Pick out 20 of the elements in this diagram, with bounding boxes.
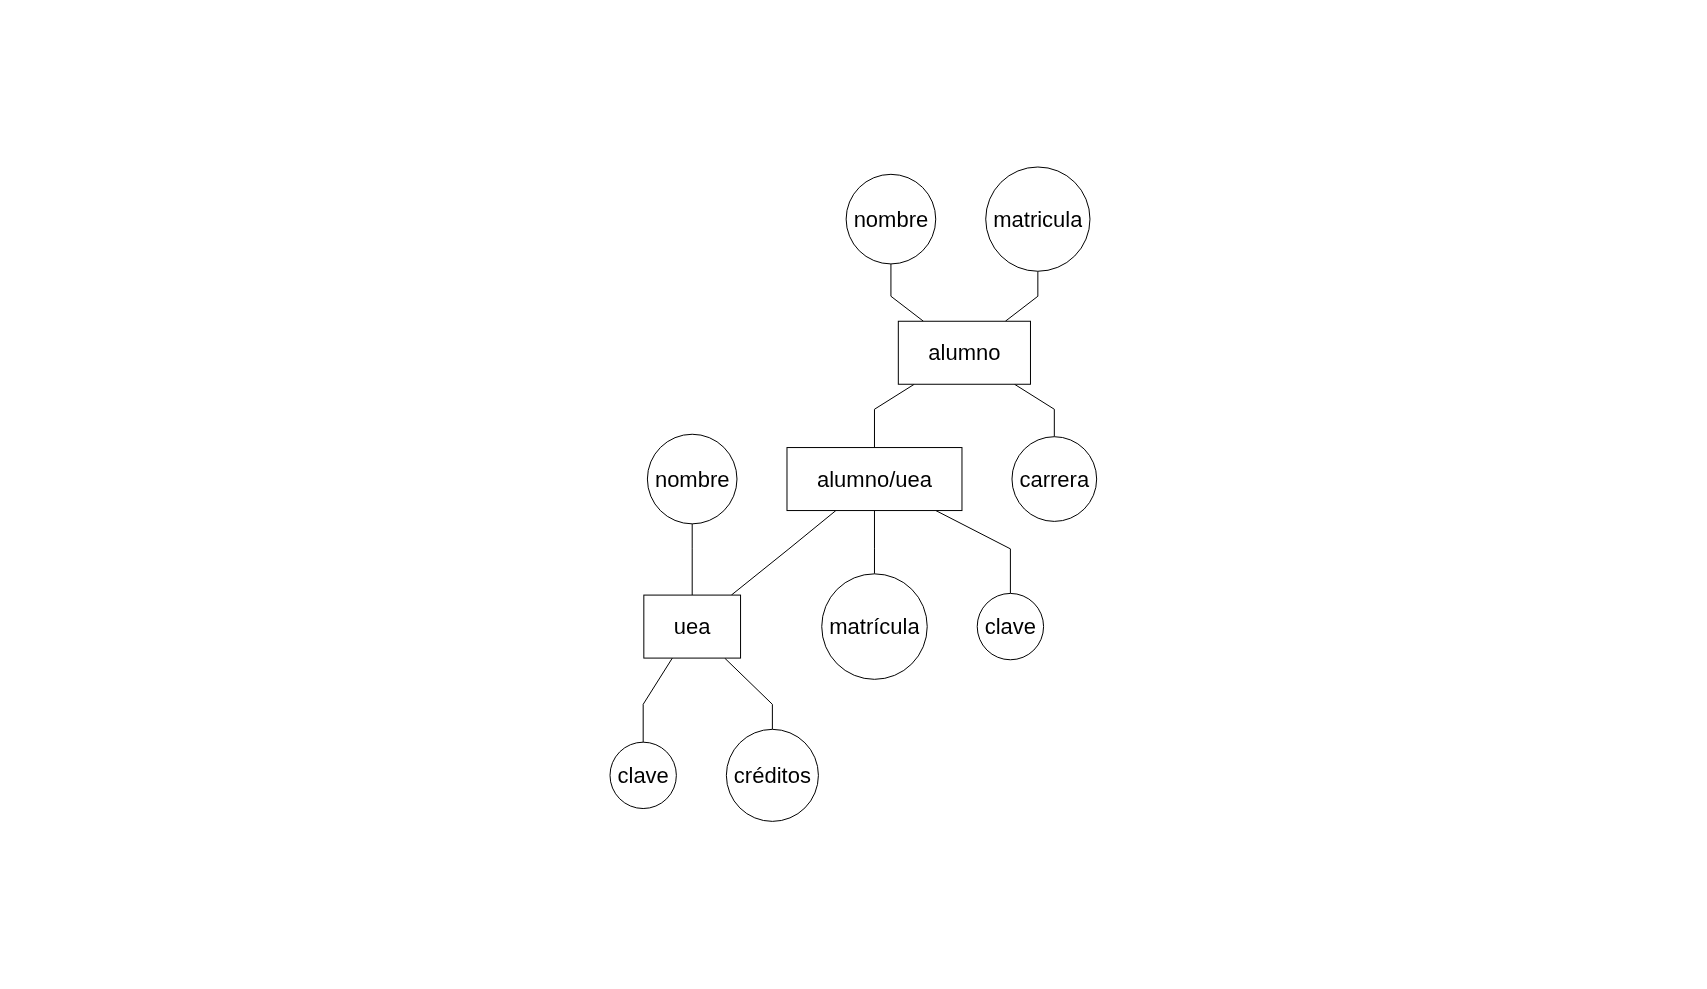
connector xyxy=(1005,271,1039,323)
connector xyxy=(691,523,693,596)
connector xyxy=(642,657,673,743)
node-circle: carrera xyxy=(1011,436,1098,523)
connector xyxy=(1014,384,1055,438)
connector xyxy=(935,510,1012,595)
connector xyxy=(731,510,837,596)
node-circle: clave xyxy=(976,593,1045,661)
connector xyxy=(724,657,774,731)
node-box: alumno/uea xyxy=(786,447,963,512)
node-circle: nombre xyxy=(647,434,738,525)
node-circle: clave xyxy=(609,742,678,810)
node-circle: matrícula xyxy=(821,573,928,681)
node-box: uea xyxy=(643,594,742,659)
node-box: alumno xyxy=(898,321,1032,386)
node-circle: nombre xyxy=(845,174,937,265)
connector xyxy=(890,263,925,323)
node-circle: créditos xyxy=(726,729,820,823)
node-circle: matricula xyxy=(985,166,1091,273)
connector xyxy=(874,510,876,575)
